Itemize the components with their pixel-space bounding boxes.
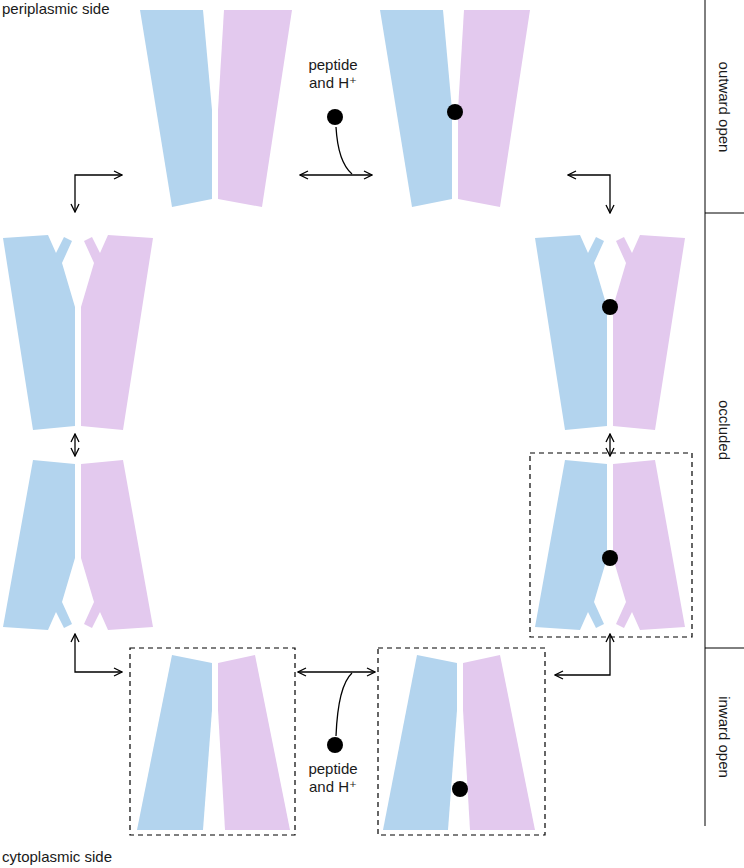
transition-arrow bbox=[75, 634, 122, 672]
state-label: occluded bbox=[715, 400, 733, 460]
transition-arrow bbox=[75, 175, 122, 212]
dashed-box bbox=[530, 453, 692, 637]
transporter-half-pink bbox=[463, 655, 535, 830]
side-label: periplasmic side bbox=[2, 0, 110, 18]
transporter-half-blue bbox=[137, 655, 212, 830]
scale-line bbox=[705, 0, 706, 826]
transporter-half-blue bbox=[535, 235, 607, 430]
transporter-half-blue bbox=[380, 10, 452, 207]
scale-tick bbox=[705, 213, 744, 214]
transporter-half-pink bbox=[81, 460, 153, 630]
transition-arrow bbox=[74, 434, 75, 456]
transporter-half-pink bbox=[81, 235, 153, 430]
peptide-dot bbox=[602, 550, 618, 566]
transition-arrow bbox=[609, 434, 610, 456]
peptide-dot bbox=[327, 109, 343, 125]
transporter-half-blue bbox=[3, 235, 75, 430]
peptide-dot bbox=[602, 299, 618, 315]
transporter-half-pink bbox=[613, 235, 685, 430]
dashed-box bbox=[130, 648, 295, 835]
transition-arrow bbox=[300, 174, 372, 175]
substrate-label: peptide and H⁺ bbox=[302, 56, 364, 92]
binding-curve bbox=[336, 127, 352, 174]
peptide-dot bbox=[327, 737, 343, 753]
peptide-dot bbox=[452, 781, 468, 797]
dashed-box bbox=[378, 648, 545, 835]
transporter-half-blue bbox=[3, 460, 75, 630]
transporter-half-pink bbox=[218, 655, 290, 830]
side-label: cytoplasmic side bbox=[2, 848, 112, 866]
transporter-half-pink bbox=[613, 460, 685, 630]
peptide-dot bbox=[447, 104, 463, 120]
state-label: outward open bbox=[715, 62, 733, 153]
state-scale bbox=[705, 0, 744, 826]
highlight-boxes bbox=[130, 453, 692, 835]
substrate-label: peptide and H⁺ bbox=[302, 760, 364, 796]
transition-arrow bbox=[568, 175, 610, 213]
transition-arrow bbox=[298, 671, 375, 672]
state-label: inward open bbox=[715, 696, 733, 778]
transporter-half-blue bbox=[535, 460, 607, 630]
scale-tick bbox=[705, 648, 744, 649]
transporter-half-blue bbox=[140, 10, 212, 207]
binding-curve bbox=[336, 673, 352, 736]
transition-arrow bbox=[555, 634, 610, 675]
transporter-half-pink bbox=[458, 10, 530, 207]
transporter-half-pink bbox=[218, 10, 292, 207]
transporter-half-blue bbox=[383, 655, 457, 830]
